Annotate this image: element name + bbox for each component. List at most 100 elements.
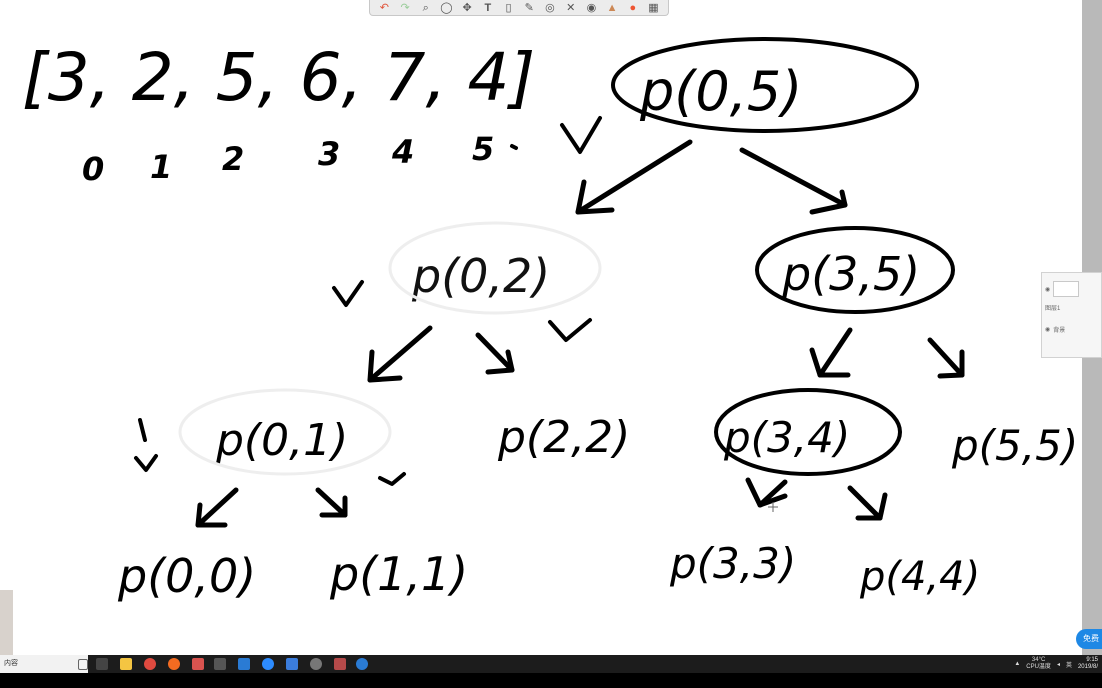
whiteboard-canvas[interactable]: [3, 2, 5, 6, 7, 4] 0 1 2 3 4 5 p(0,5) p(… <box>0 0 1082 655</box>
volume-icon[interactable]: ◂ <box>1056 661 1060 668</box>
taskbar-search[interactable]: 内容 <box>0 655 88 673</box>
index-label: 3 <box>318 135 340 173</box>
layers-panel: ◉ 图层1 ◉ 背景 <box>1041 272 1102 358</box>
zoom-icon[interactable]: ⌕ <box>422 1 429 14</box>
app-icon[interactable] <box>238 658 250 670</box>
index-label: 0 <box>82 150 104 188</box>
arrow-head <box>809 347 851 378</box>
node-llr: p(1,1) <box>329 547 468 601</box>
clock-time: 9:15 <box>1086 657 1098 663</box>
check-mark <box>134 454 158 472</box>
temperature-value: 34°C <box>1031 657 1046 663</box>
node-rll: p(3,3) <box>669 539 796 588</box>
arrow-head <box>855 492 888 521</box>
lasso-icon[interactable]: ◯ <box>440 1 453 14</box>
arrow-edge <box>817 327 853 378</box>
arrow-head <box>195 502 228 528</box>
layer-row[interactable]: ◉ 背景 <box>1045 325 1065 334</box>
node-right: p(3,5) <box>781 247 920 301</box>
index-label: 2 <box>222 140 244 178</box>
clock-date: 2019/8/ <box>1077 664 1098 670</box>
taskview-icon[interactable] <box>96 658 108 670</box>
index-row: 0 1 2 3 4 5 <box>82 130 494 188</box>
arrow-head <box>745 477 788 508</box>
node-lll: p(0,0) <box>117 549 256 603</box>
layer-name-row: 图层1 <box>1045 303 1060 312</box>
arrow-edge <box>475 332 515 373</box>
arrow-edge <box>847 485 883 521</box>
node-left: p(0,2) <box>411 249 550 303</box>
pen-icon[interactable]: ✎ <box>524 1 534 14</box>
arrow-head <box>937 349 965 379</box>
eye-icon[interactable]: ◉ <box>1045 327 1051 333</box>
arrow-edge <box>927 337 965 378</box>
app-icon[interactable] <box>192 658 204 670</box>
check-mark <box>332 280 364 307</box>
circle-rl <box>714 388 902 476</box>
ime-indicator[interactable]: 英 <box>1065 662 1072 669</box>
node-lr: p(2,2) <box>497 412 630 463</box>
circle-root <box>611 37 919 133</box>
file-explorer-icon[interactable] <box>120 658 132 670</box>
chrome-icon[interactable] <box>144 658 156 670</box>
firefox-icon[interactable] <box>168 658 180 670</box>
stamp-icon[interactable]: ◎ <box>545 1 555 14</box>
layer-label: 图层1 <box>1045 306 1061 312</box>
screen-bottom-edge <box>0 673 1102 688</box>
dot-mark <box>510 144 518 150</box>
arrow-edge <box>315 487 348 518</box>
arrow-edge <box>575 139 693 215</box>
arrow-head <box>809 189 848 215</box>
circle-right <box>755 226 955 314</box>
drawing-toolbar: ↶ ↷ ⌕ ◯ ✥ T ▯ ✎ ◎ ✕ ◉ ▲ ● ▦ <box>369 0 669 16</box>
app-icon[interactable] <box>310 658 322 670</box>
cpu-label: CPU温度 <box>1026 664 1051 670</box>
index-label: 5 <box>472 130 494 168</box>
array-text: [3, 2, 5, 6, 7, 4] <box>22 39 535 116</box>
note-icon[interactable]: ▯ <box>505 1 512 14</box>
arrow-head <box>319 495 348 518</box>
undo-icon[interactable]: ↶ <box>379 1 389 14</box>
color-icon[interactable]: ● <box>629 1 637 14</box>
node-ll: p(0,1) <box>215 415 348 466</box>
arrow-edge <box>739 147 848 208</box>
shape-icon[interactable]: ✕ <box>566 1 576 14</box>
edge-icon[interactable] <box>356 658 368 670</box>
app-icon[interactable] <box>286 658 298 670</box>
taskbar: 内容 ▲ 34°C CPU温度 ◂ 英 9:15 2019/8/ <box>0 655 1102 673</box>
free-button[interactable]: 免费 <box>1076 629 1102 649</box>
system-tray: ▲ 34°C CPU温度 ◂ 英 9:15 2019/8/ <box>1014 655 1102 673</box>
check-mark <box>560 116 602 154</box>
app-icon[interactable] <box>214 658 226 670</box>
move-icon[interactable]: ✥ <box>462 1 472 14</box>
check-mark <box>548 318 592 342</box>
node-rlr: p(4,4) <box>859 554 980 600</box>
ink-icon[interactable]: ▲ <box>606 1 618 14</box>
webcam-preview <box>0 590 13 655</box>
app-icon[interactable] <box>262 658 274 670</box>
node-root: p(0,5) <box>639 60 802 123</box>
handwriting-layer: [3, 2, 5, 6, 7, 4] 0 1 2 3 4 5 p(0,5) p(… <box>22 37 1078 603</box>
node-rr: p(5,5) <box>951 421 1078 470</box>
layout-icon[interactable]: ▦ <box>648 1 659 14</box>
eye-icon[interactable]: ◉ <box>1045 286 1051 293</box>
arrow-head <box>485 349 515 375</box>
app-icon[interactable] <box>334 658 346 670</box>
cursor-icon <box>768 502 778 512</box>
brush-icon[interactable]: ◉ <box>586 1 597 14</box>
temperature-widget[interactable]: 34°C CPU温度 <box>1026 657 1051 671</box>
arrow-edge <box>367 325 433 383</box>
redo-icon[interactable]: ↷ <box>400 1 410 14</box>
mic-icon[interactable] <box>78 659 88 670</box>
arrow-head <box>367 349 403 383</box>
check-mark <box>378 472 406 486</box>
index-label: 4 <box>391 133 414 171</box>
clock[interactable]: 9:15 2019/8/ <box>1078 657 1098 671</box>
node-rl: p(3,4) <box>723 413 850 462</box>
check-mark <box>138 418 147 442</box>
network-icon[interactable]: ▲ <box>1014 661 1021 667</box>
arrow-edge <box>195 487 239 528</box>
text-icon[interactable]: T <box>484 1 492 14</box>
faded-circle <box>388 221 602 315</box>
layer-row[interactable]: ◉ <box>1045 281 1080 297</box>
